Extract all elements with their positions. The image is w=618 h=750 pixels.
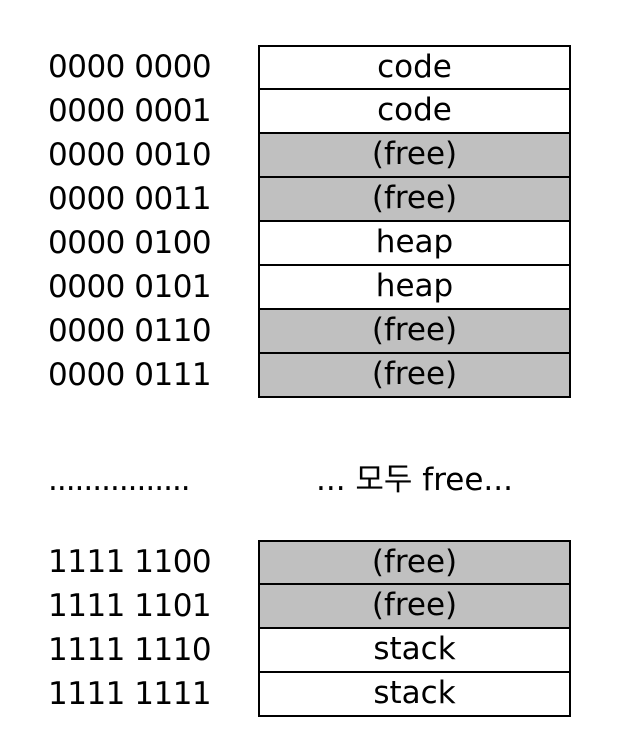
address-label: 0000 0100 — [48, 225, 212, 261]
address-label: 0000 0010 — [48, 137, 212, 173]
memory-cell: (free) — [258, 310, 571, 354]
memory-cell: (free) — [258, 540, 571, 585]
memory-cell: (free) — [258, 134, 571, 178]
memory-gap-label: ... 모두 free... — [316, 462, 513, 498]
memory-cell: code — [258, 90, 571, 134]
memory-cell: (free) — [258, 585, 571, 629]
memory-cell: heap — [258, 266, 571, 310]
top-memory-column: code code (free) (free) heap heap (free)… — [258, 45, 571, 398]
address-label: 0000 0111 — [48, 357, 212, 393]
address-gap-ellipsis: ................ — [48, 462, 191, 498]
address-label: 1111 1110 — [48, 632, 212, 668]
address-label: 1111 1100 — [48, 544, 212, 580]
memory-cell: code — [258, 45, 571, 90]
memory-cell: heap — [258, 222, 571, 266]
address-label: 0000 0101 — [48, 269, 212, 305]
top-address-column: 0000 0000 0000 0001 0000 0010 0000 0011 … — [48, 45, 248, 397]
address-label: 0000 0110 — [48, 313, 212, 349]
address-label: 0000 0011 — [48, 181, 212, 217]
memory-cell: (free) — [258, 178, 571, 222]
memory-cell: stack — [258, 673, 571, 717]
memory-cell: stack — [258, 629, 571, 673]
memory-cell: (free) — [258, 354, 571, 398]
address-label: 1111 1111 — [48, 676, 212, 712]
address-label: 1111 1101 — [48, 588, 212, 624]
bottom-memory-column: (free) (free) stack stack — [258, 540, 571, 717]
address-label: 0000 0001 — [48, 93, 212, 129]
address-label: 0000 0000 — [48, 49, 212, 85]
bottom-address-column: 1111 1100 1111 1101 1111 1110 1111 1111 — [48, 540, 248, 716]
